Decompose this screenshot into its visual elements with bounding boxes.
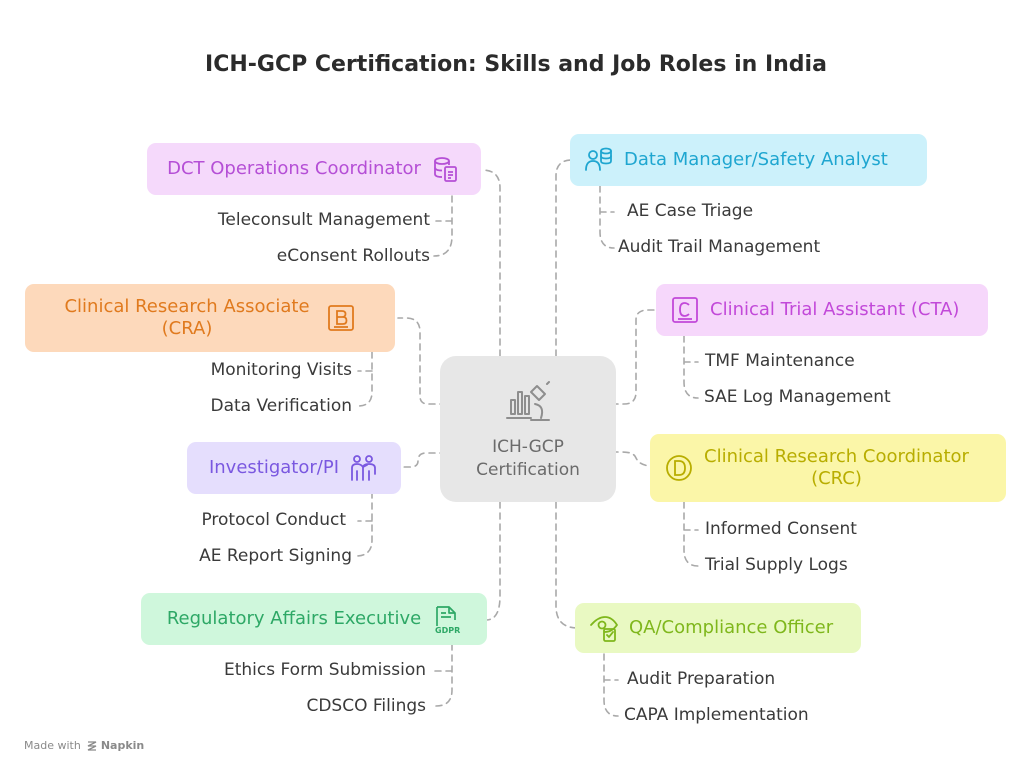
link-pi-items	[355, 491, 373, 557]
list-item: TMF Maintenance	[705, 351, 855, 371]
role-label: Investigator/PI	[208, 456, 340, 478]
link-crc	[611, 451, 653, 467]
letter-b-icon	[326, 303, 356, 333]
center-node: ICH-GCP Certification	[440, 356, 616, 502]
list-item: Teleconsult Management	[217, 210, 430, 230]
list-item: SAE Log Management	[704, 387, 891, 407]
napkin-logo-icon	[87, 740, 97, 751]
link-reg-items	[433, 643, 453, 707]
list-item: AE Case Triage	[627, 201, 754, 221]
credit-brand: Napkin	[100, 739, 145, 752]
link-qa	[555, 501, 579, 629]
link-dct-items	[433, 195, 453, 257]
link-cta	[611, 309, 657, 405]
presenter-icon	[349, 453, 379, 483]
role-label-line1: Clinical Research Coordinator	[704, 445, 969, 467]
role-data-manager-safety-analyst[interactable]: Data Manager/Safety Analyst	[570, 134, 927, 186]
list-item: Audit Preparation	[627, 669, 776, 689]
list-item: Data Verification	[210, 396, 352, 416]
link-qa-items	[603, 653, 619, 717]
role-clinical-research-associate[interactable]: Clinical Research Associate (CRA)	[25, 284, 395, 352]
svg-text:GDPR: GDPR	[435, 626, 460, 634]
user-database-icon	[584, 145, 614, 175]
napkin-credit: Made with Napkin	[24, 739, 144, 752]
link-cta-items	[683, 335, 699, 399]
list-item: eConsent Rollouts	[276, 246, 430, 266]
letter-d-icon	[664, 453, 694, 483]
role-regulatory-affairs-executive[interactable]: Regulatory Affairs Executive GDPR	[141, 593, 487, 645]
list-item: Protocol Conduct	[201, 510, 346, 530]
link-cra	[397, 317, 447, 405]
list-item: Informed Consent	[705, 519, 857, 539]
list-item: AE Report Signing	[199, 546, 352, 566]
list-item: Audit Trail Management	[618, 237, 821, 257]
list-item: CDSCO Filings	[306, 696, 426, 716]
role-clinical-research-coordinator[interactable]: Clinical Research Coordinator (CRC)	[650, 434, 1006, 502]
letter-c-icon	[670, 295, 700, 325]
list-item: Ethics Form Submission	[224, 660, 426, 680]
credit-prefix: Made with	[24, 739, 81, 752]
microscope-chart-icon	[506, 381, 550, 422]
link-crc-items	[683, 501, 699, 567]
role-label: Data Manager/Safety Analyst	[624, 148, 888, 170]
link-reg	[485, 501, 501, 621]
gdpr-document-icon: GDPR	[431, 604, 461, 634]
database-document-icon	[431, 154, 461, 184]
page-title: ICH-GCP Certification: Skills and Job Ro…	[205, 52, 827, 77]
link-dm-items	[599, 185, 615, 249]
role-label: DCT Operations Coordinator	[167, 157, 421, 179]
link-pi	[399, 452, 447, 468]
role-clinical-trial-assistant[interactable]: Clinical Trial Assistant (CTA)	[656, 284, 988, 336]
role-label-line1: Clinical Research Associate	[64, 295, 310, 317]
link-cra-items	[357, 351, 373, 407]
role-investigator-pi[interactable]: Investigator/PI	[187, 442, 401, 494]
link-dm	[555, 159, 573, 357]
link-dct	[481, 169, 501, 357]
list-item: CAPA Implementation	[624, 705, 809, 725]
center-label-line1: ICH-GCP	[492, 437, 564, 458]
role-label-line2: (CRA)	[161, 318, 213, 339]
center-label-line2: Certification	[476, 460, 580, 480]
role-qa-compliance-officer[interactable]: QA/Compliance Officer	[575, 603, 861, 653]
role-label: Clinical Trial Assistant (CTA)	[710, 298, 960, 320]
role-label: Regulatory Affairs Executive	[166, 607, 422, 629]
eye-checklist-icon	[589, 613, 619, 643]
role-label-line2: (CRC)	[811, 468, 862, 489]
list-item: Trial Supply Logs	[705, 555, 848, 575]
role-label: QA/Compliance Officer	[629, 616, 834, 638]
list-item: Monitoring Visits	[210, 360, 352, 380]
role-dct-operations-coordinator[interactable]: DCT Operations Coordinator	[147, 143, 481, 195]
